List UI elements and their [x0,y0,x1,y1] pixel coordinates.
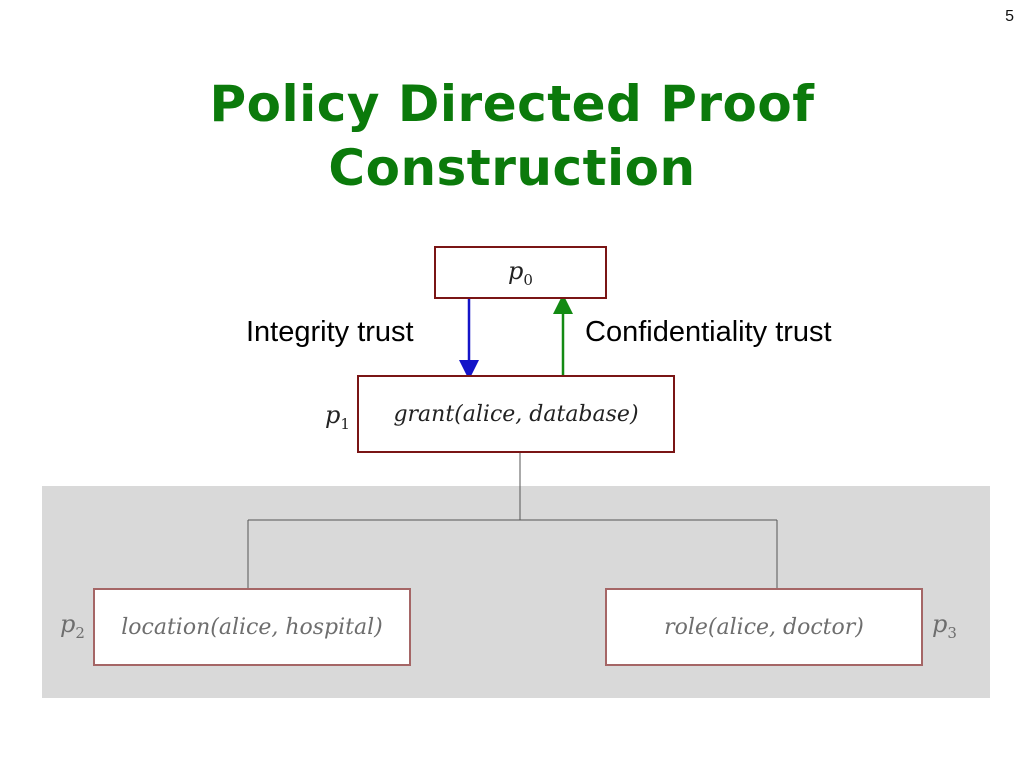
p3-statement: role(alice, doctor) [664,614,864,640]
p1-statement: grant(alice, database) [393,401,639,427]
p3-label: p3 [932,610,957,642]
confidentiality-trust-label: Confidentiality trust [585,316,832,348]
p0-label: p0 [508,256,533,289]
p2-statement: location(alice, hospital) [121,614,383,640]
p3-node-box: role(alice, doctor) [605,588,923,666]
title-line-2: Construction [328,139,696,197]
p2-node-box: location(alice, hospital) [93,588,411,666]
title-line-1: Policy Directed Proof [209,75,815,133]
p1-node-box: grant(alice, database) [357,375,675,453]
integrity-trust-label: Integrity trust [246,316,414,348]
slide-title: Policy Directed Proof Construction [0,72,1024,200]
page-number: 5 [1005,8,1014,25]
p2-label: p2 [60,610,85,642]
p1-label: p1 [325,401,350,433]
p0-node-box: p0 [434,246,607,299]
